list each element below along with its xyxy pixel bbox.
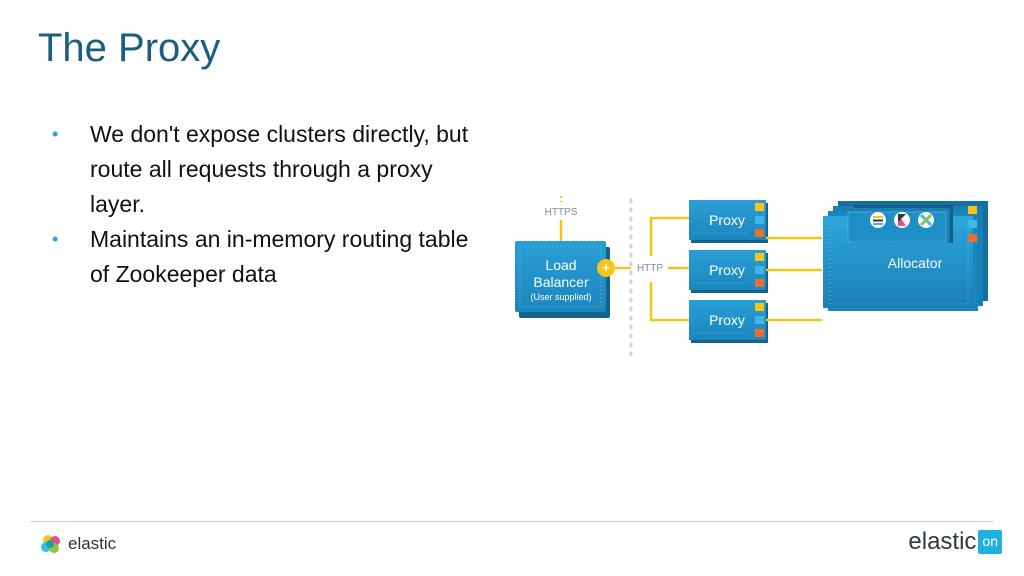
bullet-text: Maintains an in-memory routing table of … [90,226,469,287]
load-balancer-label-line3: (User supplied) [530,292,591,302]
footer-right-wordmark: elastic [908,528,977,555]
load-balancer-box: Load Balancer (User supplied) [515,241,610,318]
slide-title: The Proxy [38,26,221,70]
plus-connector-icon [597,259,615,277]
plus-sign-icon: + [602,260,610,275]
http-label: HTTP [637,263,663,274]
proxy-label: Proxy [709,262,745,278]
proxy-label: Proxy [709,212,745,228]
allocator-stack: Allocator [823,201,988,311]
footer-divider [30,521,994,522]
footer-right-logo: elastic on [908,528,1002,556]
load-balancer-label-line2: Balancer [533,274,589,290]
elastic-logo-icon [41,535,60,553]
branch-to-proxy-bottom [649,282,689,322]
bullet-dot-icon: • [52,124,59,144]
bullet-dot-icon: • [52,229,59,249]
proxy-box-2: Proxy [689,250,768,293]
proxy-label: Proxy [709,312,745,328]
bullet-item: • We don't expose clusters directly, but… [52,117,492,222]
load-balancer-label-line1: Load [545,257,576,273]
branch-to-proxy-top [649,216,689,256]
bullet-item: • Maintains an in-memory routing table o… [52,222,492,292]
https-label: HTTPS [545,207,578,218]
footer-right-badge: on [978,530,1002,554]
proxy-box-3: Proxy [689,300,768,343]
bullet-list: • We don't expose clusters directly, but… [52,117,492,292]
footer-left-wordmark: elastic [68,534,117,553]
proxy-box-1: Proxy [689,200,768,243]
bullet-text: We don't expose clusters directly, but r… [90,121,469,217]
footer-left-logo: elastic [40,533,116,555]
allocator-label: Allocator [888,255,943,271]
